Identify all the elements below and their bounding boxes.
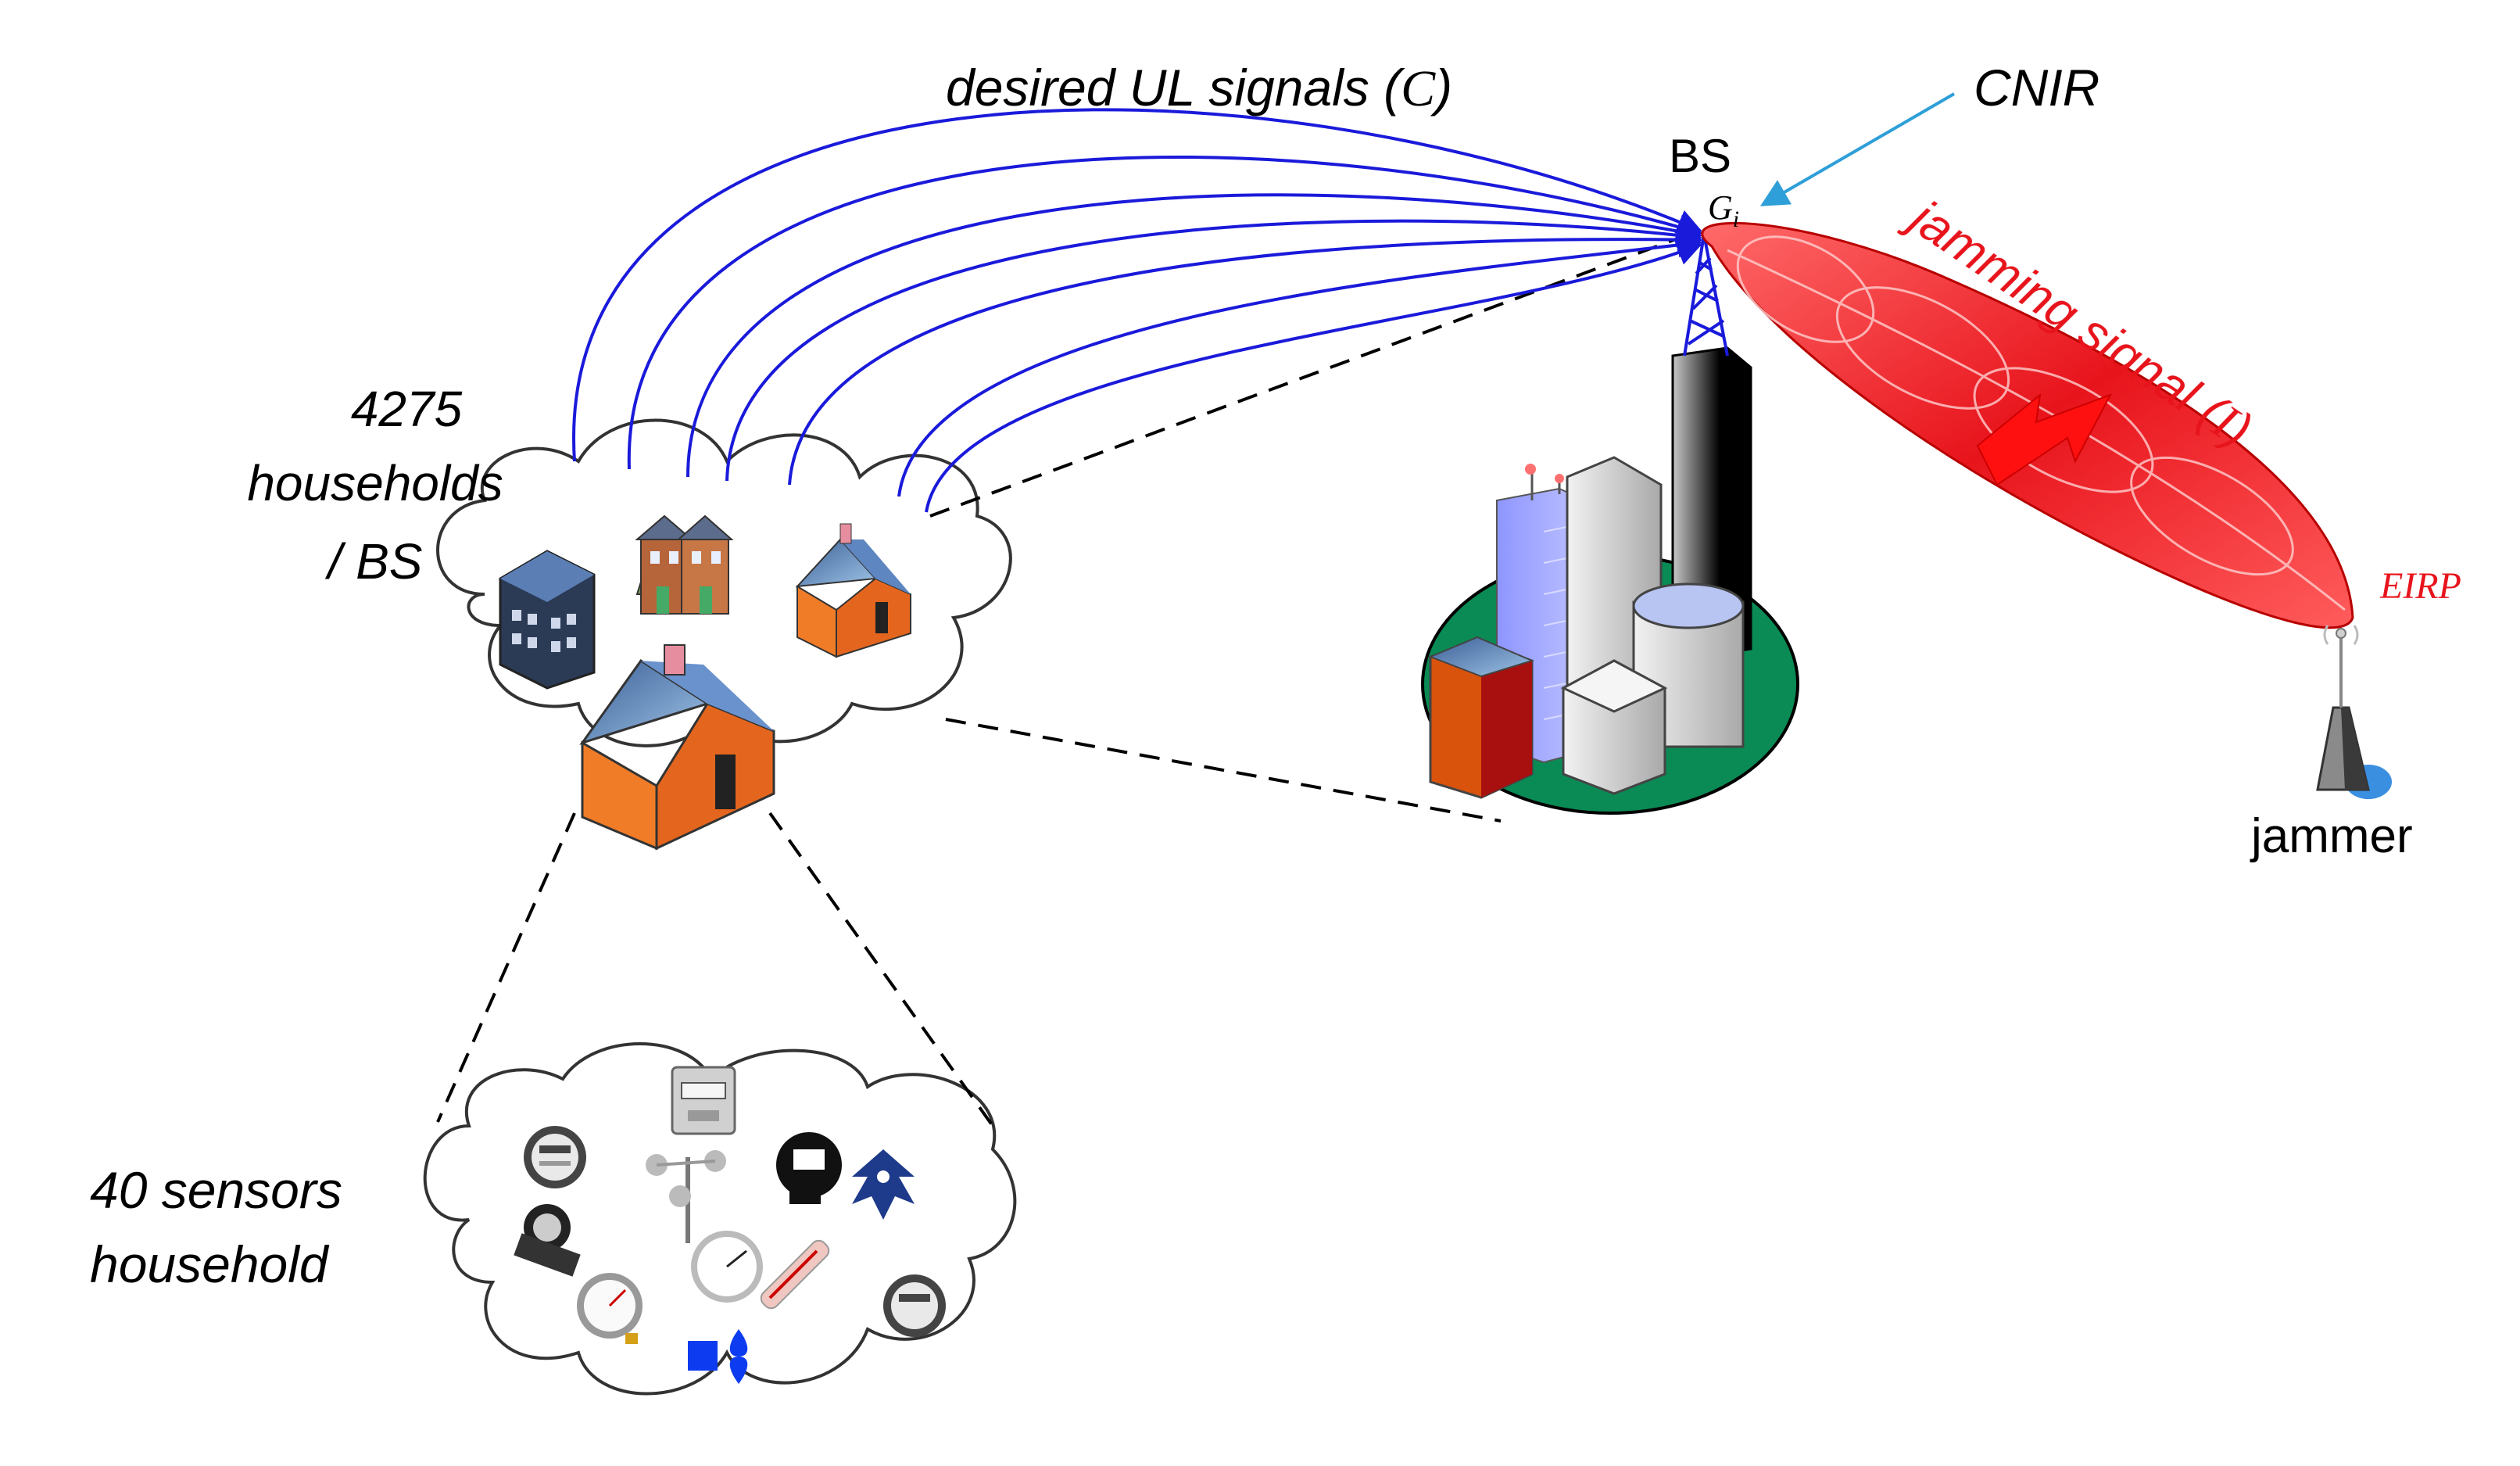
lightning-bolt-icon: [1976, 392, 2113, 486]
jammer-icon: [2316, 625, 2392, 799]
zoom-line-left: [436, 812, 576, 1123]
bs-tower-icon: [1683, 234, 1729, 357]
jammer-label: jammer: [2250, 809, 2413, 863]
thermometer-icon: [760, 1239, 830, 1310]
fan-icon: [688, 1329, 748, 1384]
dashed-link-bottom: [945, 718, 1502, 823]
ul-arc-2: [627, 155, 1703, 470]
dashed-link-top: [929, 233, 1689, 518]
sensors-word-label: household: [90, 1235, 330, 1293]
ul-arc-1: [572, 108, 1702, 462]
cnir-arrow: [1759, 92, 1956, 206]
townhouse-icon: [635, 514, 734, 615]
ul-arc-6: [897, 232, 1703, 497]
gain-label: Gi: [1708, 188, 1739, 232]
ul-arc-5: [788, 227, 1703, 486]
households-word-label: households: [247, 455, 503, 511]
cnir-label: CNIR: [1974, 59, 2099, 116]
electric-meter-2-icon: [883, 1274, 946, 1337]
households-count-label: 4275: [351, 381, 463, 437]
house-large-icon: [579, 644, 775, 851]
ul-arc-7: [925, 241, 1702, 513]
electric-meter-icon: [524, 1126, 586, 1188]
ul-signal-arcs: [572, 108, 1703, 513]
house-icon: [795, 523, 911, 658]
city-icon: [1421, 234, 1799, 815]
households-per-bs-label: / BS: [325, 533, 423, 590]
wind-turbine-icon: [852, 1149, 915, 1220]
sensors-count-label: 40 sensors: [90, 1161, 342, 1219]
bs-label: BS: [1669, 130, 1731, 182]
office-building-icon: [499, 550, 596, 690]
ul-arc-3: [686, 193, 1703, 478]
smart-meter-icon: [776, 1132, 842, 1204]
desired-ul-label: desired UL signals (C): [946, 59, 1452, 117]
pressure-gauge-icon: [577, 1273, 643, 1344]
eirp-label: EIRP: [2379, 565, 2461, 607]
anemometer-icon: [646, 1150, 726, 1243]
jamming-beam: [1701, 221, 2354, 629]
analog-gauge-icon: [691, 1231, 763, 1303]
gas-meter-icon: [671, 1066, 736, 1135]
water-meter-icon: [514, 1204, 581, 1277]
ul-arc-4: [725, 219, 1703, 482]
